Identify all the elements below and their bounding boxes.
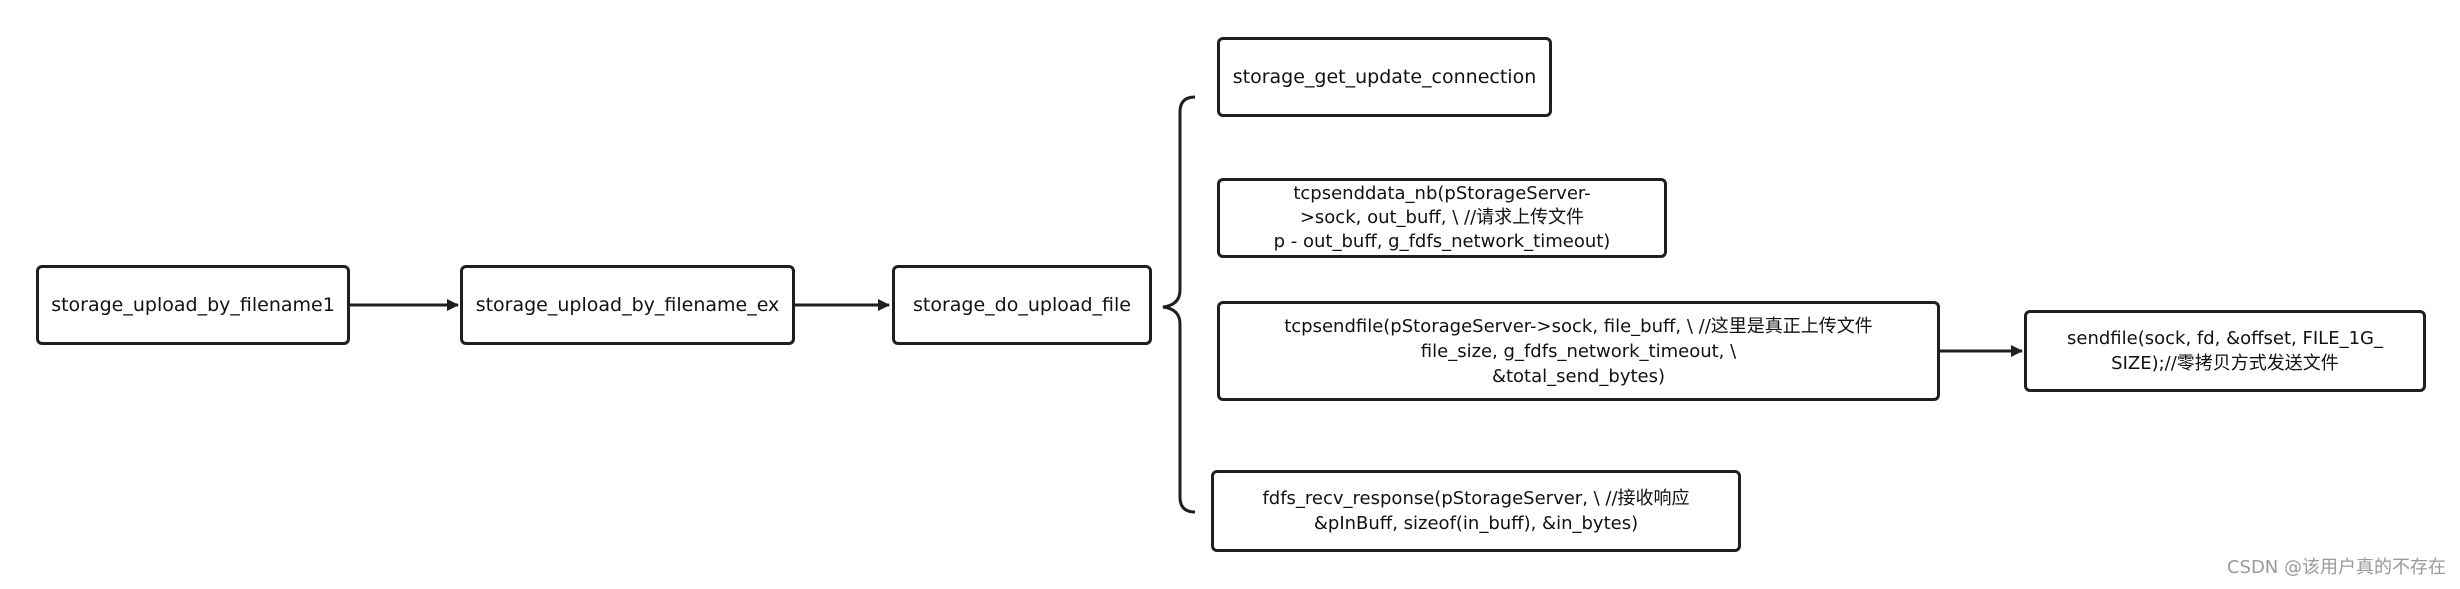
node-tcpsendfile[interactable]: tcpsendfile(pStorageServer->sock, file_b…	[1217, 301, 1940, 401]
node-sendfile[interactable]: sendfile(sock, fd, &offset, FILE_1G_ SIZ…	[2024, 310, 2426, 392]
grouping-brace	[1162, 95, 1196, 514]
node-fdfs-recv-response[interactable]: fdfs_recv_response(pStorageServer, \ //接…	[1211, 470, 1741, 552]
node-storage-upload-by-filename1[interactable]: storage_upload_by_filename1	[36, 265, 350, 345]
node-storage-upload-by-filename-ex[interactable]: storage_upload_by_filename_ex	[460, 265, 795, 345]
node-tcpsenddata-nb[interactable]: tcpsenddata_nb(pStorageServer- >sock, ou…	[1217, 178, 1667, 258]
node-storage-get-update-connection[interactable]: storage_get_update_connection	[1217, 37, 1552, 117]
node-storage-do-upload-file[interactable]: storage_do_upload_file	[892, 265, 1152, 345]
watermark: CSDN @该用户真的不存在	[2226, 557, 2446, 578]
